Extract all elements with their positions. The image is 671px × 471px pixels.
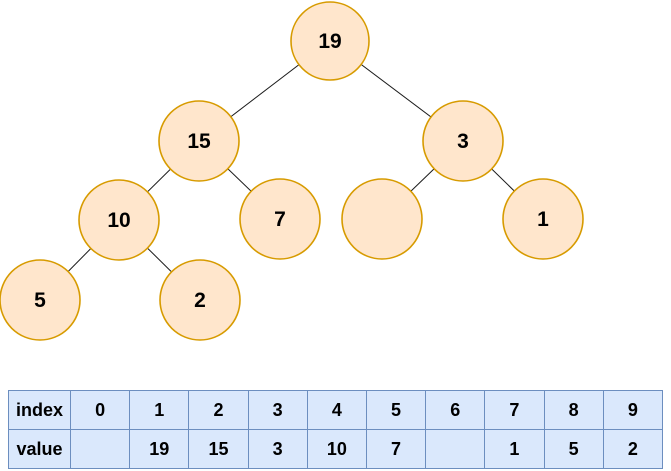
index-cell-1: 1 bbox=[129, 390, 190, 430]
value-cell-3: 3 bbox=[247, 429, 308, 469]
tree-node-2 bbox=[159, 259, 241, 341]
value-cell-8: 5 bbox=[543, 429, 604, 469]
row-label-value: value bbox=[8, 429, 71, 469]
index-cell-7: 7 bbox=[484, 390, 545, 430]
value-cell-5: 7 bbox=[365, 429, 427, 469]
index-cell-6: 6 bbox=[425, 390, 486, 430]
tree-node-empty bbox=[341, 178, 423, 260]
tree-node-1-label: 1 bbox=[537, 208, 549, 231]
index-row: index 0 1 2 3 4 5 6 7 8 9 bbox=[8, 390, 664, 430]
tree-node-7-label: 7 bbox=[274, 208, 286, 231]
tree-node-1 bbox=[502, 178, 584, 260]
index-cell-5: 5 bbox=[365, 390, 427, 430]
value-row: value 19 15 3 10 7 1 5 2 bbox=[8, 429, 664, 469]
tree-node-5-label: 5 bbox=[34, 289, 46, 312]
index-cell-9: 9 bbox=[602, 390, 664, 430]
index-cell-4: 4 bbox=[306, 390, 367, 430]
tree-node-7 bbox=[239, 178, 321, 260]
value-cell-0 bbox=[69, 429, 131, 469]
tree-node-10 bbox=[78, 179, 160, 261]
tree-node-15 bbox=[158, 100, 240, 182]
value-cell-4: 10 bbox=[306, 429, 367, 469]
tree-node-19-label: 19 bbox=[318, 30, 341, 53]
tree-node-15-label: 15 bbox=[187, 130, 211, 153]
tree-node-3-label: 3 bbox=[457, 130, 469, 153]
tree-node-10-label: 10 bbox=[107, 209, 130, 232]
array-table: index 0 1 2 3 4 5 6 7 8 9 value 19 15 3 … bbox=[8, 390, 664, 469]
tree-node-5 bbox=[0, 259, 81, 341]
tree-canvas: 19 15 3 10 7 1 5 2 bbox=[0, 1, 584, 341]
value-cell-9: 2 bbox=[602, 429, 664, 469]
index-cell-2: 2 bbox=[188, 390, 249, 430]
value-cell-6 bbox=[425, 429, 486, 469]
value-cell-1: 19 bbox=[129, 429, 190, 469]
tree-node-19 bbox=[290, 1, 370, 81]
index-cell-0: 0 bbox=[69, 390, 131, 430]
tree-node-3 bbox=[422, 100, 504, 182]
value-cell-7: 1 bbox=[484, 429, 545, 469]
row-label-index: index bbox=[8, 390, 71, 430]
index-cell-3: 3 bbox=[247, 390, 308, 430]
index-cell-8: 8 bbox=[543, 390, 604, 430]
tree-node-2-label: 2 bbox=[194, 289, 206, 312]
value-cell-2: 15 bbox=[188, 429, 249, 469]
